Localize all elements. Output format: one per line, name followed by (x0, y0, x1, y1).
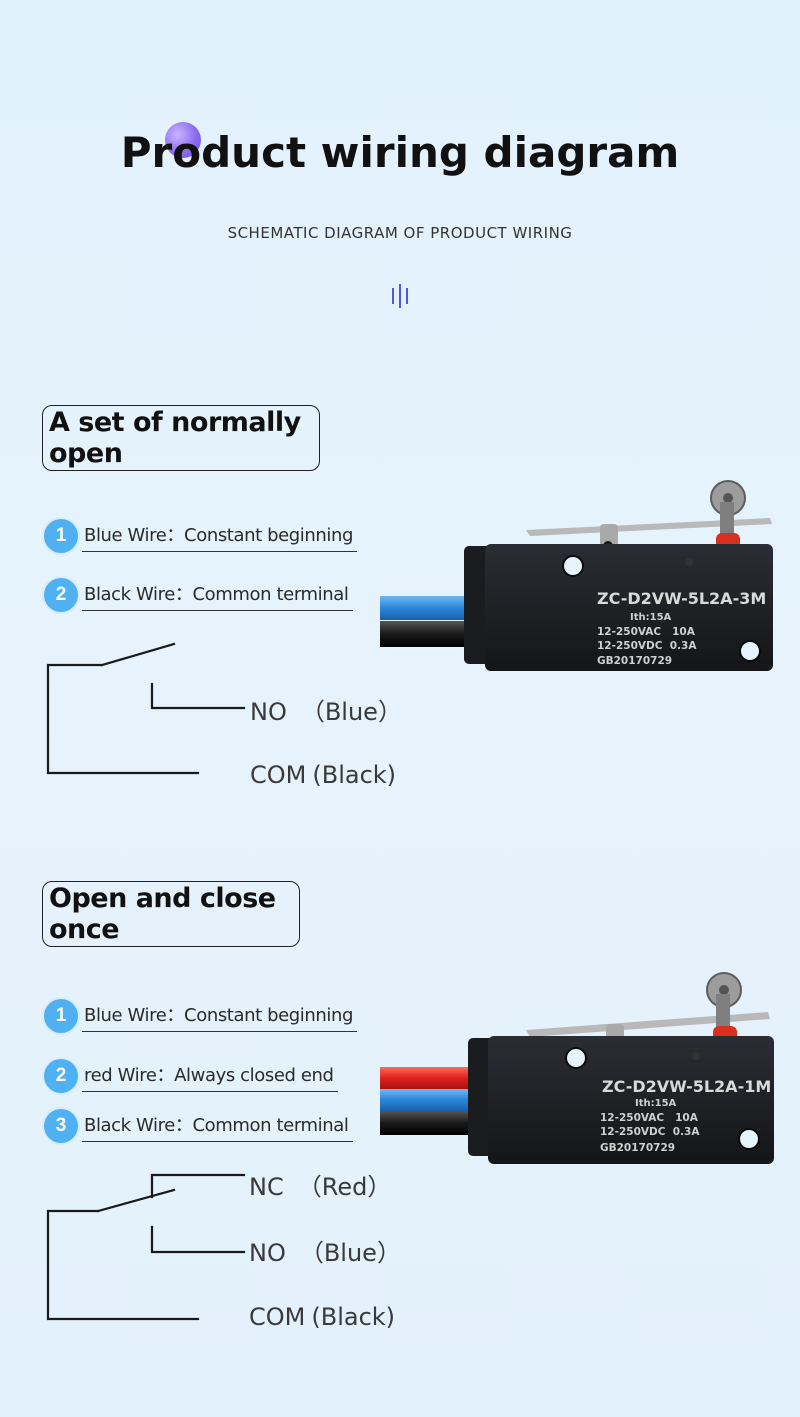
legend-item-text: red Wire：Always closed end (82, 1061, 338, 1092)
legend-item-text: Blue Wire：Constant beginning (82, 521, 358, 552)
micro-switch-photo-1m: ZC-D2VW-5L2A-1M Ith:15A 12-250VAC 10A 12… (380, 972, 774, 1164)
blue-wire (380, 1089, 474, 1111)
svg-text:12-250VDC 0.3A: 12-250VDC 0.3A (597, 640, 697, 652)
red-wire (380, 1067, 474, 1089)
terminal-com-label: COM(Black) (249, 1303, 395, 1331)
divider-bars-icon (390, 284, 412, 308)
terminal-color: (Black) (311, 1303, 396, 1331)
terminal-name: COM (249, 1303, 306, 1331)
svg-text:12-250VAC 10A: 12-250VAC 10A (597, 626, 696, 638)
svg-text:12-250VDC 0.3A: 12-250VDC 0.3A (600, 1126, 700, 1138)
svg-text:GB20170729: GB20170729 (597, 655, 672, 667)
legend-item-red-wire: 2 red Wire：Always closed end (44, 1059, 338, 1093)
black-wire (380, 621, 470, 647)
legend-item-black-wire: 3 Black Wire：Common terminal (44, 1109, 353, 1143)
legend-item-text: Blue Wire：Constant beginning (82, 1001, 358, 1032)
switch-lever (96, 1188, 176, 1213)
terminal-color: （Red） (297, 1173, 392, 1201)
terminal-nc-label: NC （Red） (249, 1167, 391, 1202)
svg-text:Ith:15A: Ith:15A (635, 1098, 677, 1109)
page-title: Product wiring diagram (120, 128, 680, 177)
number-badge: 1 (44, 999, 78, 1033)
title-accent-dot (165, 122, 201, 158)
terminal-name: NO (249, 1239, 286, 1267)
section-title-normally-open: A set of normally open (42, 405, 320, 471)
blue-wire (380, 596, 470, 620)
page-subtitle: SCHEMATIC DIAGRAM OF PRODUCT WIRING (227, 224, 573, 242)
schematic-open-close (46, 1173, 246, 1321)
legend-item-black-wire: 2 Black Wire：Common terminal (44, 578, 353, 612)
com-line (46, 663, 200, 775)
model-text: ZC-D2VW-5L2A-3M (597, 589, 766, 608)
com-line (46, 1209, 200, 1321)
number-badge: 3 (44, 1109, 78, 1143)
micro-switch-photo-3m: ZC-D2VW-5L2A-3M Ith:15A 12-250VAC 10A 12… (380, 480, 773, 671)
legend-item-blue-wire: 1 Blue Wire：Constant beginning (44, 519, 358, 553)
legend-item-text: Black Wire：Common terminal (82, 1111, 353, 1142)
terminal-no-label: NO （Blue） (249, 1233, 401, 1268)
lever-arm (526, 1012, 770, 1037)
black-wire (380, 1111, 474, 1135)
lever-arm (526, 518, 772, 536)
number-badge: 2 (44, 1059, 78, 1093)
switch-body (485, 544, 773, 671)
number-badge: 1 (44, 519, 78, 553)
section-title-open-close-once: Open and close once (42, 881, 300, 947)
terminal-no-label: NO （Blue） (250, 692, 402, 727)
no-line (150, 682, 246, 710)
terminal-color: （Blue） (299, 1239, 401, 1267)
schematic-normally-open (46, 642, 246, 775)
terminal-name: COM (250, 761, 307, 789)
legend-item-blue-wire: 1 Blue Wire：Constant beginning (44, 999, 358, 1033)
terminal-name: NC (249, 1173, 284, 1201)
model-text: ZC-D2VW-5L2A-1M (602, 1077, 771, 1096)
section-title-text: Open and close once (49, 883, 276, 945)
terminal-name: NO (250, 698, 287, 726)
terminal-color: (Black) (312, 761, 397, 789)
svg-text:GB20170729: GB20170729 (600, 1142, 675, 1154)
switch-body (488, 1036, 774, 1164)
number-badge: 2 (44, 578, 78, 612)
switch-lever (100, 642, 176, 667)
terminal-com-label: COM(Black) (250, 761, 396, 789)
section-title-text: A set of normally open (49, 407, 301, 469)
nc-line (150, 1173, 246, 1199)
svg-text:12-250VAC 10A: 12-250VAC 10A (600, 1112, 699, 1124)
terminal-color: （Blue） (300, 698, 402, 726)
legend-item-text: Black Wire：Common terminal (82, 580, 353, 611)
svg-text:Ith:15A: Ith:15A (630, 612, 672, 623)
no-line (150, 1225, 246, 1254)
